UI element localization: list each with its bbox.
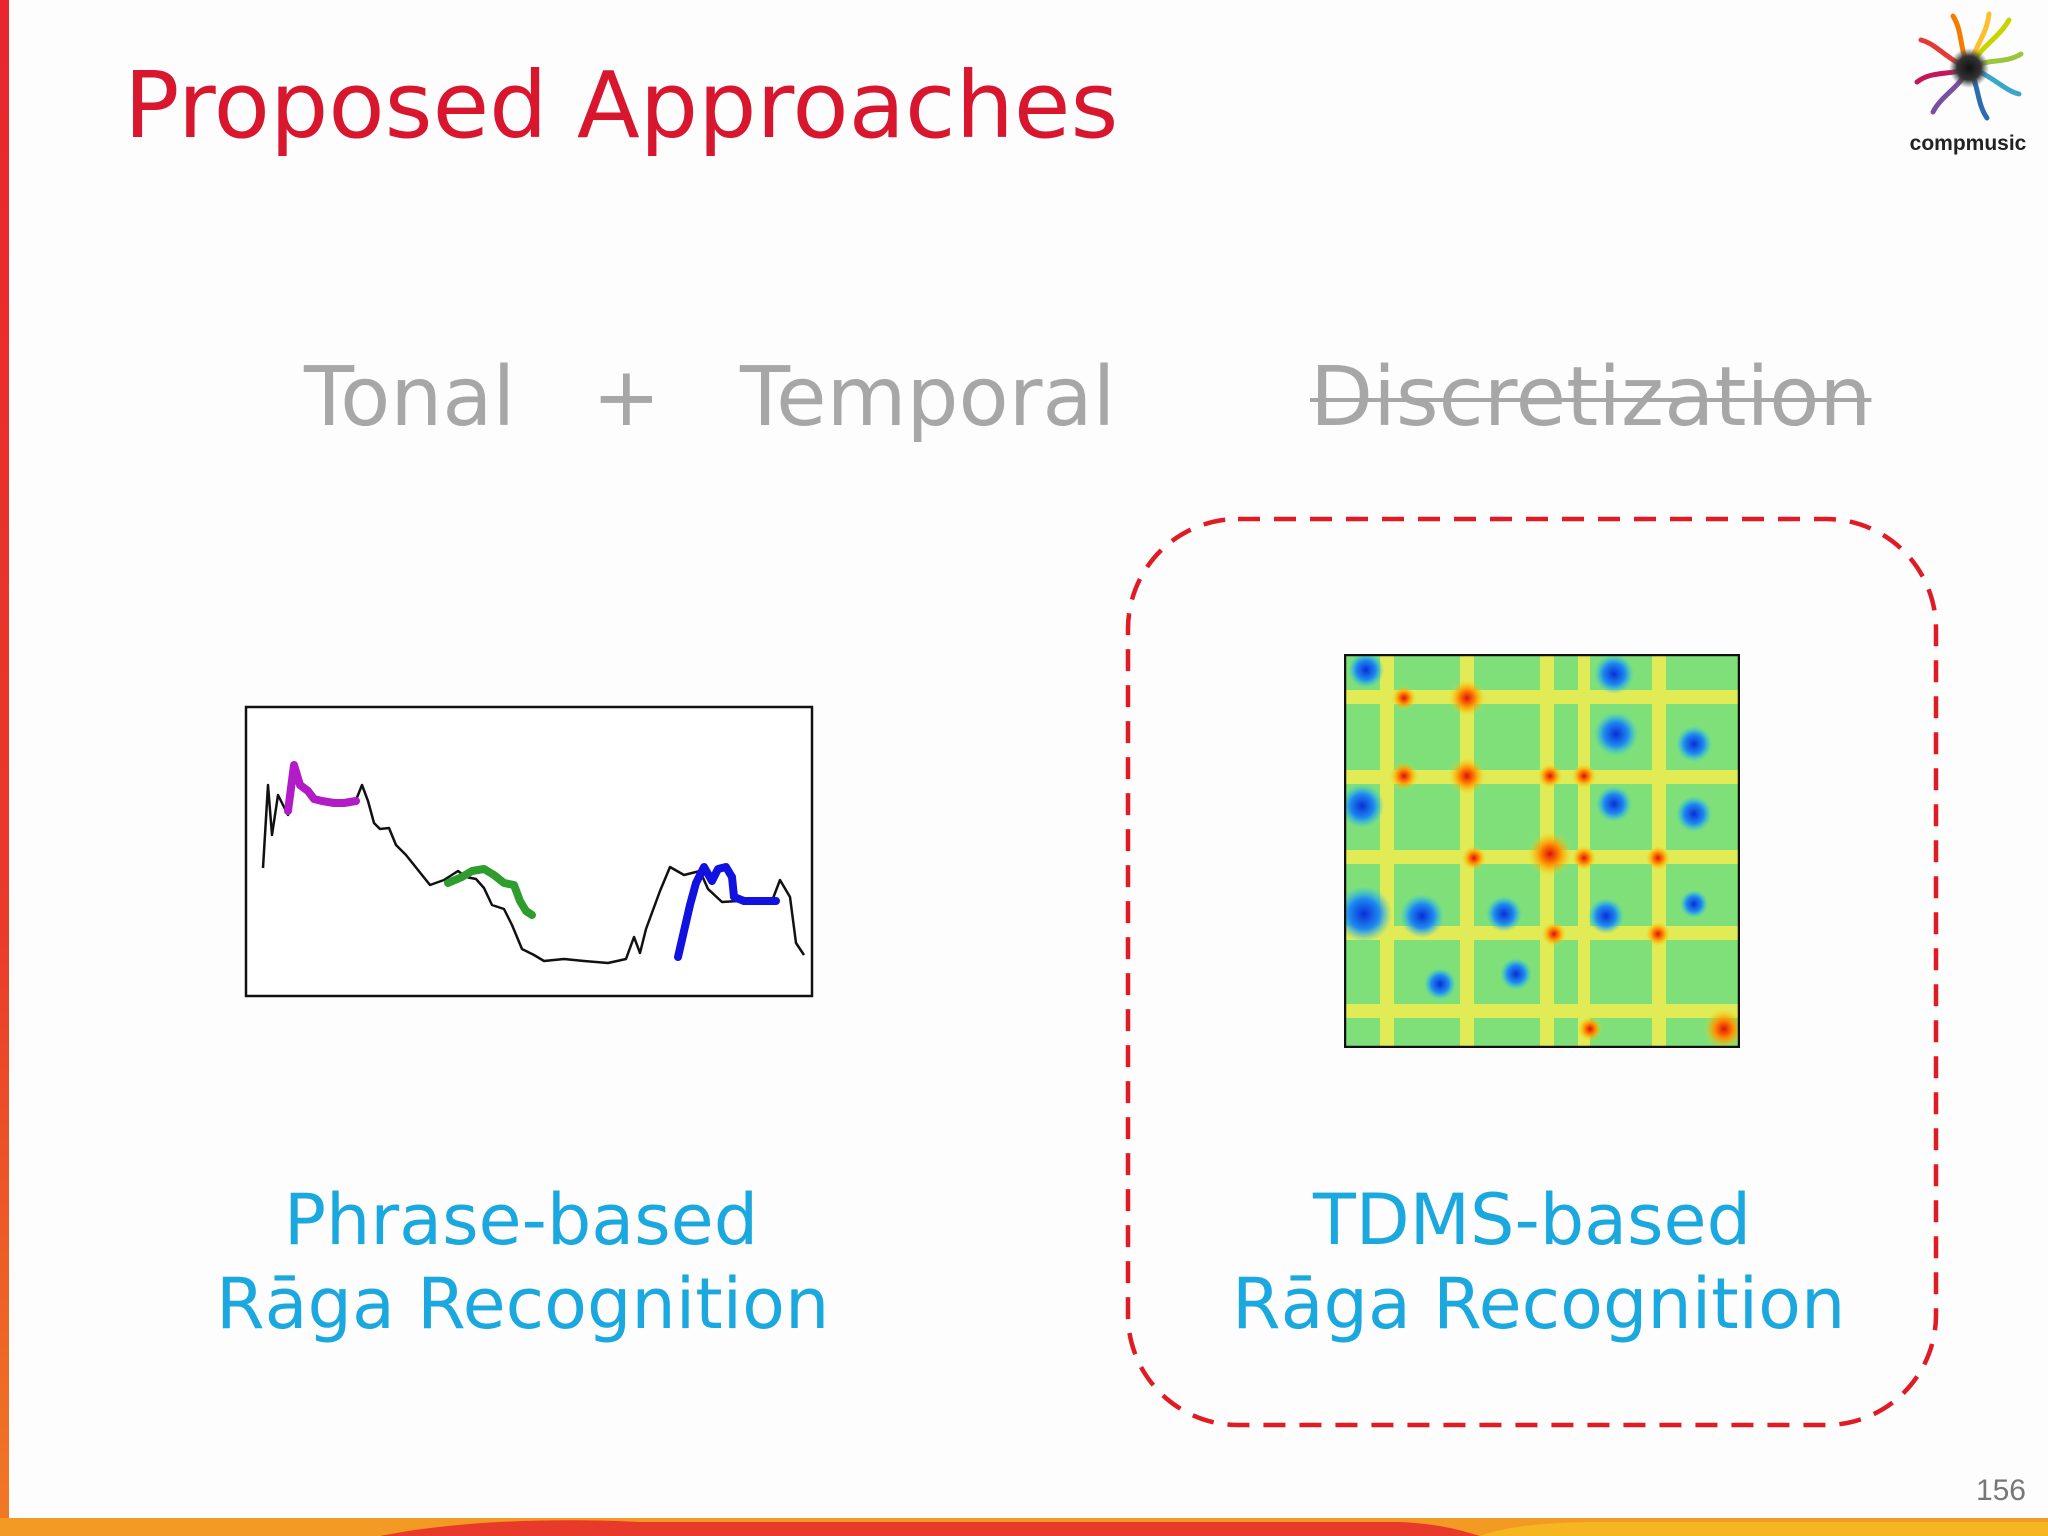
compmusic-pinwheel-icon	[1914, 11, 2024, 121]
heading-temporal: Temporal	[740, 350, 1116, 445]
caption-tdms-line2: Rāga Recognition	[1232, 1263, 1846, 1345]
tdms-hot-spots	[1390, 680, 1740, 1048]
caption-phrase-line1: Phrase-based	[283, 1179, 759, 1261]
heading-tonal: Tonal	[304, 350, 516, 445]
caption-phrase-line2: Rāga Recognition	[216, 1263, 830, 1345]
heading-discretization: Discretization	[1310, 350, 1872, 445]
highlight-dashed-box	[1125, 516, 1939, 1428]
pitch-contour-plot	[244, 705, 814, 998]
heading-plus: +	[592, 350, 661, 445]
compmusic-logo: compmusic	[1896, 8, 2036, 156]
caption-tdms-line1: TDMS-based	[1312, 1179, 1752, 1261]
page-number: 156	[1975, 1474, 2026, 1507]
plot-frame	[244, 705, 814, 998]
caption-phrase-based: Phrase-based Rāga Recognition	[216, 1178, 830, 1346]
phrase-segment-2	[444, 865, 536, 919]
slide-title: Proposed Approaches	[124, 52, 1119, 159]
left-accent-bar	[0, 0, 9, 1536]
tdms-cold-spots	[1344, 654, 1712, 1000]
logo-text: compmusic	[1909, 132, 2027, 155]
bottom-accent-bar	[0, 1518, 2048, 1536]
phrase-segment-1	[284, 761, 360, 815]
phrase-segment-3	[674, 863, 780, 961]
caption-tdms-based: TDMS-based Rāga Recognition	[1232, 1178, 1846, 1346]
tdms-matrix	[1344, 654, 1740, 1048]
